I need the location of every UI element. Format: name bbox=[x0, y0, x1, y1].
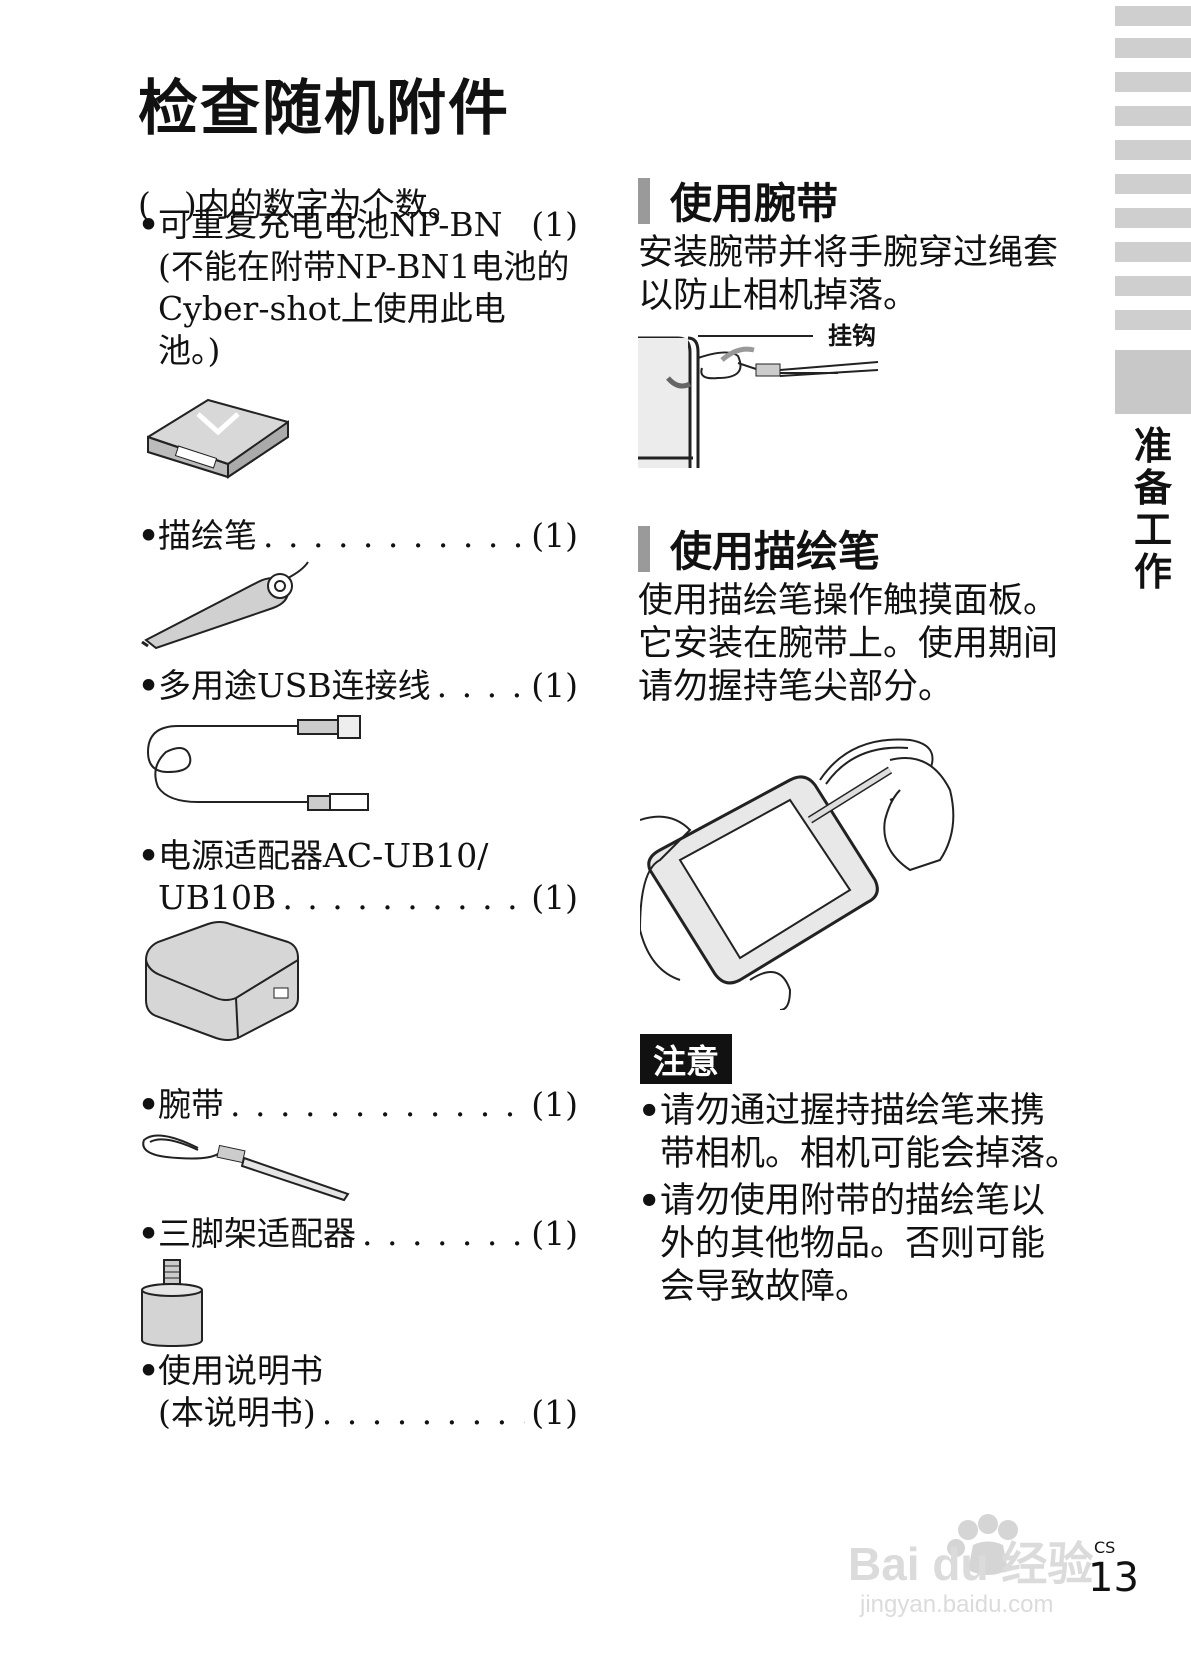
accessory-note-line: (不能在附带NP-BN1电池的 bbox=[158, 247, 570, 286]
caution-item: • 请勿使用附带的描绘笔以 外的其他物品。否则可能 会导致故障。 bbox=[638, 1180, 1088, 1309]
leader-dots bbox=[362, 1213, 525, 1255]
page-number: 13 bbox=[1088, 1555, 1139, 1601]
tripod-adapter-icon bbox=[141, 1259, 203, 1348]
accessory-name: 使用说明书 bbox=[158, 1351, 323, 1390]
baidu-watermark-logo: Bai du 经验 jingyan.baidu.com bbox=[848, 1514, 1093, 1618]
section-heading-pen: 使用描绘笔 bbox=[638, 518, 880, 579]
accessory-name: 描绘笔 bbox=[158, 516, 257, 555]
accessory-name-line2: (本说明书) bbox=[158, 1393, 316, 1432]
body-line: 安装腕带并将手腕穿过绳套 bbox=[638, 233, 1059, 273]
section-heading-strap: 使用腕带 bbox=[638, 170, 838, 231]
bullet: • bbox=[138, 205, 160, 244]
accessory-name: 三脚架适配器 bbox=[158, 1214, 356, 1253]
stylus-icon bbox=[141, 561, 309, 650]
leader-dots bbox=[282, 877, 525, 919]
accessory-wrist-strap: • 腕带 (1) bbox=[138, 1084, 578, 1126]
body-line: 以防止相机掉落。 bbox=[638, 276, 919, 316]
heading-bar bbox=[638, 525, 650, 572]
bullet: • bbox=[138, 516, 160, 555]
body-line: 使用描绘笔操作触摸面板。 bbox=[638, 581, 1059, 621]
battery-icon bbox=[147, 398, 289, 479]
svg-text:Bai du 经验: Bai du 经验 bbox=[848, 1538, 1093, 1590]
accessory-usb-cable: • 多用途USB连接线 (1) bbox=[138, 665, 578, 707]
accessory-name-line2: UB10B bbox=[158, 878, 277, 917]
body-line: 它安装在腕带上。使用期间 bbox=[638, 624, 1059, 664]
leader-dots bbox=[322, 1392, 526, 1434]
caution-line: 请勿使用附带的描绘笔以 bbox=[660, 1181, 1046, 1221]
intro-text: ( )内的数字为个数。 bbox=[138, 185, 461, 224]
accessory-battery: • 可重复充电电池NP-BN (1) (不能在附带NP-BN1电池的 Cyber… bbox=[138, 204, 578, 372]
accessory-name: 多用途USB连接线 bbox=[158, 666, 431, 705]
pen-description: 使用描绘笔操作触摸面板。 它安装在腕带上。使用期间 请勿握持笔尖部分。 bbox=[638, 580, 1088, 709]
page-title: 检查随机附件 bbox=[138, 74, 510, 144]
bullet: • bbox=[138, 1214, 160, 1253]
side-tab-label: 准备工作 bbox=[1133, 424, 1172, 594]
accessory-note-line: Cyber-shot上使用此电 bbox=[158, 289, 506, 328]
leader-dots bbox=[437, 665, 526, 707]
accessory-qty: (1) bbox=[531, 1214, 578, 1253]
accessory-qty: (1) bbox=[531, 878, 578, 917]
caution-line: 会导致故障。 bbox=[660, 1267, 871, 1307]
bullet: • bbox=[138, 666, 160, 705]
bullet: • bbox=[138, 1351, 160, 1390]
accessory-name: 电源适配器AC-UB10/ bbox=[158, 836, 489, 875]
section-heading-text: 使用腕带 bbox=[670, 179, 839, 228]
accessory-qty: (1) bbox=[531, 1085, 578, 1124]
strap-attach-illustration bbox=[638, 335, 879, 468]
page-superscript: CS bbox=[1094, 1538, 1116, 1557]
pen-usage-illustration bbox=[640, 738, 955, 1010]
leader-dots bbox=[230, 1084, 525, 1126]
caution-line: 带相机。相机可能会掉落。 bbox=[660, 1134, 1081, 1174]
caution-line: 外的其他物品。否则可能 bbox=[660, 1224, 1046, 1264]
bullet: • bbox=[138, 1085, 160, 1124]
accessory-pen: • 描绘笔 (1) bbox=[138, 515, 578, 557]
accessory-qty: (1) bbox=[531, 1393, 578, 1432]
bullet: • bbox=[638, 1091, 661, 1132]
accessory-tripod-adapter: • 三脚架适配器 (1) bbox=[138, 1213, 578, 1255]
svg-text:jingyan.baidu.com: jingyan.baidu.com bbox=[859, 1591, 1053, 1618]
hook-callout: 挂钩 bbox=[828, 321, 876, 350]
caution-item: • 请勿通过握持描绘笔来携 带相机。相机可能会掉落。 bbox=[638, 1090, 1088, 1176]
accessory-note-line: 池。) bbox=[158, 331, 221, 370]
accessory-name: 腕带 bbox=[158, 1085, 224, 1124]
accessory-qty: (1) bbox=[531, 205, 578, 244]
leader-dots bbox=[263, 515, 525, 557]
accessory-manual: • 使用说明书 (本说明书) (1) bbox=[138, 1350, 578, 1434]
body-line: 请勿握持笔尖部分。 bbox=[638, 667, 954, 707]
section-heading-text: 使用描绘笔 bbox=[670, 527, 881, 576]
bullet: • bbox=[638, 1181, 661, 1222]
accessory-qty: (1) bbox=[531, 516, 578, 555]
caution-badge: 注意 bbox=[640, 1034, 732, 1084]
ac-adapter-icon bbox=[145, 921, 299, 1041]
accessory-qty: (1) bbox=[531, 666, 578, 705]
accessory-ac-adapter: • 电源适配器AC-UB10/ UB10B (1) bbox=[138, 835, 578, 919]
wrist-strap-icon bbox=[142, 1134, 350, 1202]
heading-bar bbox=[638, 177, 650, 224]
bullet: • bbox=[138, 836, 160, 875]
active-thumb-tab bbox=[1115, 350, 1191, 414]
caution-line: 请勿通过握持描绘笔来携 bbox=[660, 1091, 1046, 1131]
usb-cable-icon bbox=[146, 715, 369, 811]
strap-description: 安装腕带并将手腕穿过绳套 以防止相机掉落。 bbox=[638, 232, 1088, 318]
accessory-name: 可重复充电电池NP-BN bbox=[158, 205, 503, 244]
